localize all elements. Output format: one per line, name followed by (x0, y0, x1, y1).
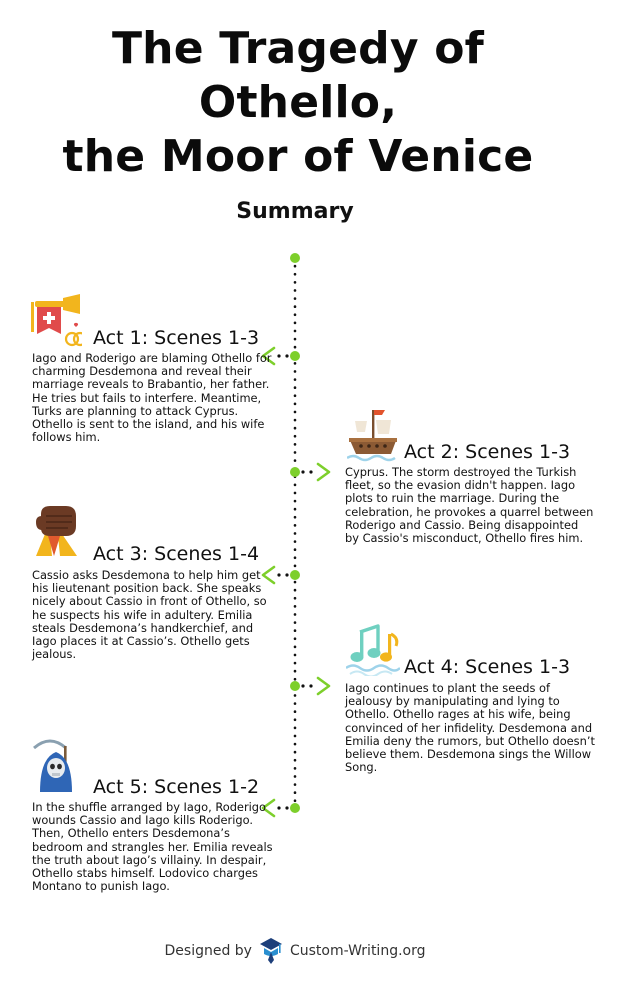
act-3-heading: Act 3: Scenes 1-4 (93, 543, 260, 565)
arrow-right-icon (316, 676, 331, 696)
summary-heading: Summary (236, 199, 354, 224)
herald-trumpet-rings-icon (31, 294, 82, 347)
timeline-node (290, 681, 300, 691)
arrow-right-icon (316, 462, 331, 482)
act-2-summary: Cyprus. The storm destroyed the Turkish … (345, 465, 594, 546)
act-1-summary: Iago and Roderigo are blaming Othello fo… (32, 351, 272, 445)
act-5-heading: Act 5: Scenes 1-2 (93, 776, 260, 798)
brand-link[interactable]: Custom-Writing.org (289, 943, 426, 959)
timeline-node (290, 570, 300, 580)
timeline-node (290, 351, 300, 361)
grim-reaper-icon (33, 739, 72, 792)
act-5-summary: In the shuffle arranged by Iago, Roderig… (32, 800, 273, 894)
music-notes-icon (346, 624, 400, 676)
title-line: the Moor of Venice (62, 131, 534, 182)
handkerchief-hand-icon (36, 506, 77, 556)
timeline-node (290, 253, 300, 263)
page-title: The Tragedy of Othello, the Moor of Veni… (0, 22, 596, 184)
act-4-heading: Act 4: Scenes 1-3 (404, 656, 571, 678)
ship-icon (347, 410, 397, 462)
title-line: Othello, (198, 77, 398, 128)
act-1-heading: Act 1: Scenes 1-3 (93, 327, 260, 349)
timeline-node (290, 803, 300, 813)
footer: Designed by Custom-Writing.org (0, 938, 590, 964)
act-2-heading: Act 2: Scenes 1-3 (404, 441, 571, 463)
act-3-summary: Cassio asks Desdemona to help him get hi… (32, 568, 267, 662)
title-line: The Tragedy of (111, 23, 485, 74)
timeline-node (290, 467, 300, 477)
act-4-summary: Iago continues to plant the seeds of jea… (345, 681, 595, 775)
designed-by-label: Designed by (164, 943, 252, 959)
custom-writing-logo-icon (259, 938, 282, 964)
